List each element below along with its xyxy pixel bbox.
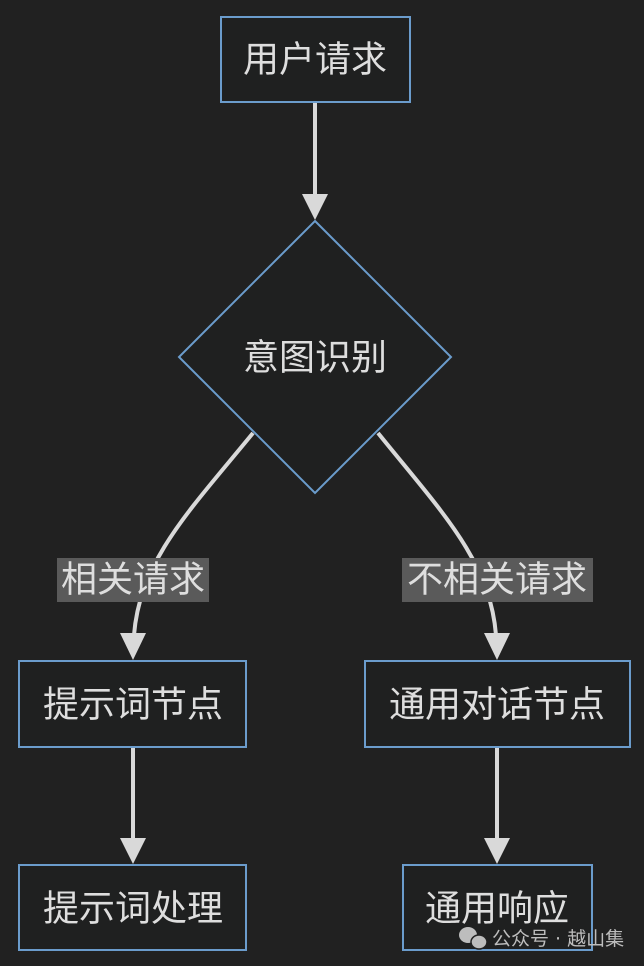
edge-label-related: 相关请求 [57,558,209,602]
arrowhead [120,838,146,864]
node-chat[interactable]: 通用对话节点 [364,660,631,748]
wechat-icon [459,927,488,950]
node-start[interactable]: 用户请求 [220,16,411,103]
edge-label-unrelated-text: 不相关请求 [407,560,587,601]
node-chat-label: 通用对话节点 [389,685,605,726]
node-prompt-process[interactable]: 提示词处理 [18,864,247,951]
node-prompt[interactable]: 提示词节点 [18,660,247,748]
node-prompt-label: 提示词节点 [43,685,223,726]
arrowhead [302,194,328,220]
node-chat-response[interactable]: 通用响应 [402,864,593,951]
edge-decision-prompt [132,431,255,636]
arrowhead [484,633,510,660]
node-start-label: 用户请求 [243,40,387,81]
edge-label-unrelated: 不相关请求 [402,558,593,602]
node-prompt-process-label: 提示词处理 [43,889,223,930]
edge-label-related-text: 相关请求 [61,560,205,601]
arrowhead [484,838,510,864]
node-decision[interactable]: 意图识别 [177,219,453,495]
watermark: 公众号 · 越山集 [459,927,624,950]
watermark-text: 公众号 · 越山集 [492,928,624,950]
edge-decision-chat [376,431,498,636]
arrowhead [120,633,146,660]
node-chat-response-label: 通用响应 [425,889,569,930]
node-decision-label: 意图识别 [243,338,387,379]
